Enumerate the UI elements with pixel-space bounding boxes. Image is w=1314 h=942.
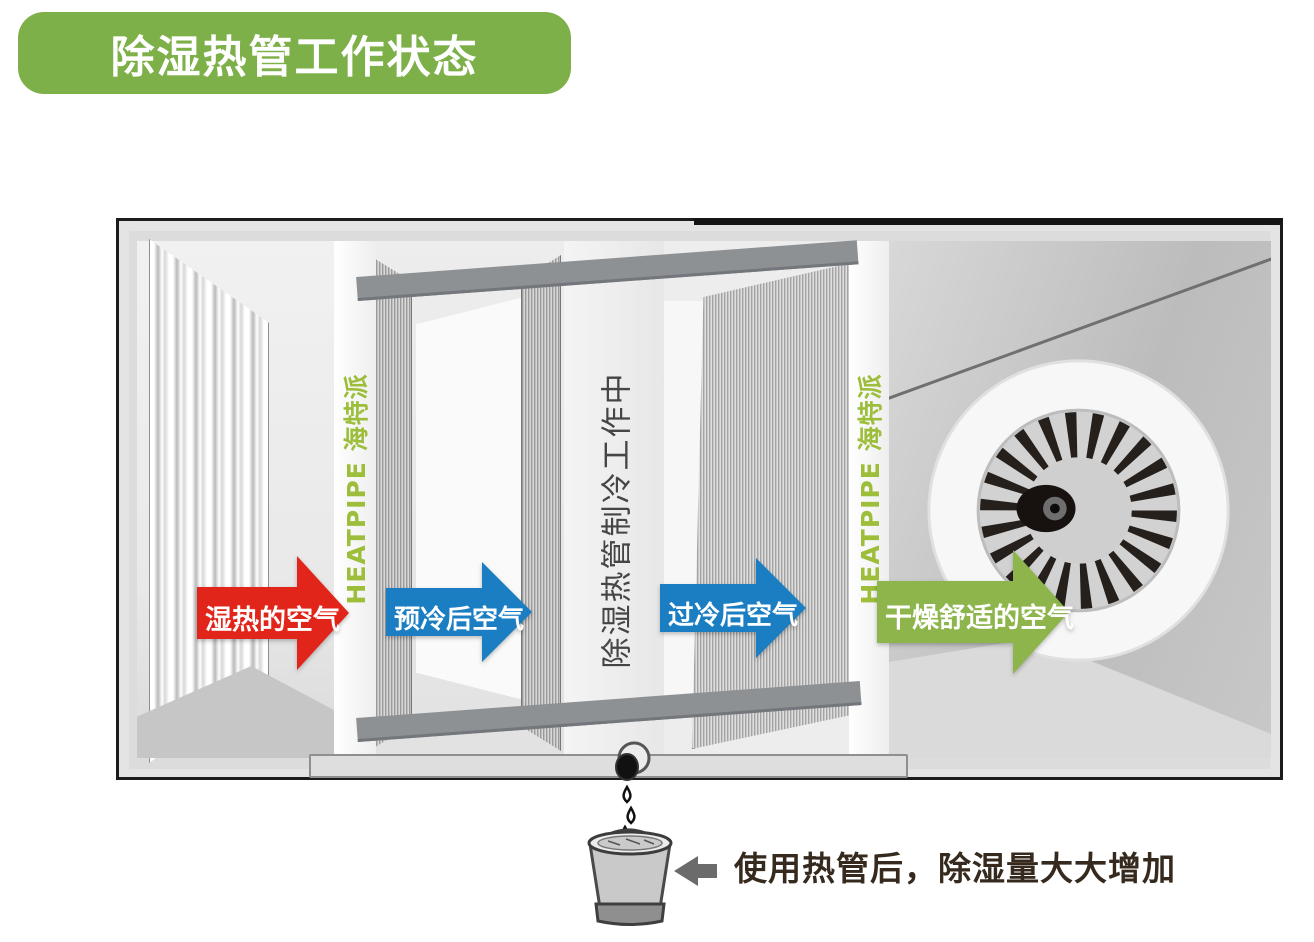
arrow-precooled: 预冷后空气: [386, 562, 532, 662]
arrow-hot-humid: 湿热的空气: [197, 556, 352, 670]
status-label: 除湿热管制冷工作中: [599, 371, 636, 669]
arrow-dry-comfort-label: 干燥舒适的空气: [885, 603, 1074, 634]
title-banner: 除湿热管工作状态: [18, 12, 571, 94]
ahu-unit: HEATPIPE 海特派 除湿热管制冷工作中 HEATPIPE 海特派: [116, 218, 1283, 780]
drain-bucket-icon: [587, 741, 673, 926]
pillar-right: HEATPIPE 海特派: [849, 241, 889, 758]
filter-chamber: [137, 239, 334, 763]
arrow-dry-comfort: 干燥舒适的空气: [877, 550, 1074, 674]
footnote-text: 使用热管后，除湿量大大增加: [734, 849, 1176, 888]
cooling-coil: [691, 263, 851, 749]
fan-chamber: [889, 241, 1271, 758]
note-arrow-icon: [674, 856, 698, 886]
unit-top-edge: [694, 218, 1282, 225]
center-wall: 除湿热管制冷工作中: [564, 241, 664, 758]
drain-pan: [309, 754, 908, 778]
arrow-subcooled: 过冷后空气: [660, 558, 806, 658]
arrow-hot-humid-label: 湿热的空气: [205, 605, 340, 636]
heatpipe-coil-left: [372, 257, 412, 749]
note-arrow-shaft: [697, 864, 717, 878]
heatpipe-coil-right: [521, 255, 561, 751]
page-title: 除湿热管工作状态: [110, 32, 479, 83]
pillar-left: HEATPIPE 海特派: [334, 241, 376, 758]
arrow-subcooled-label: 过冷后空气: [668, 601, 799, 631]
arrow-precooled-label: 预冷后空气: [394, 605, 525, 635]
